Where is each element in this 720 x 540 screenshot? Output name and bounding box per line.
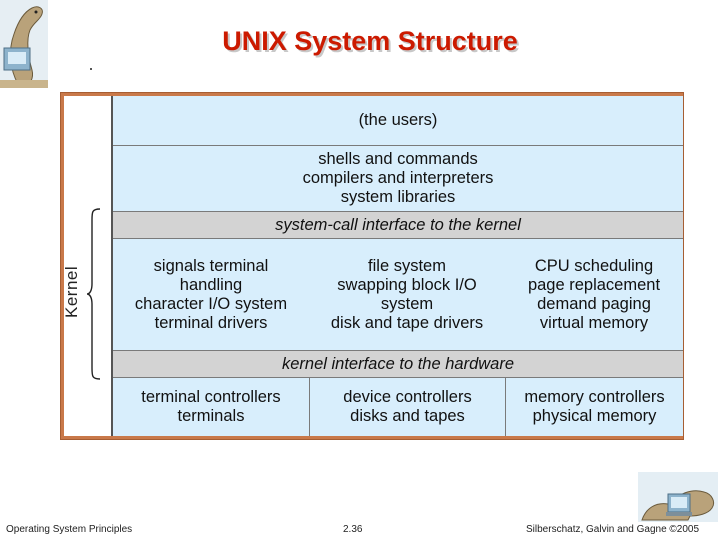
users-layer: (the users): [113, 96, 683, 146]
footer-page-number: 2.36: [343, 524, 363, 535]
kernel-brace-icon: [86, 208, 101, 380]
kernel-line: page replacement: [527, 275, 661, 294]
kernel-line: CPU scheduling: [534, 256, 654, 275]
hardware-line: physical memory: [532, 407, 657, 425]
kernel-layer: signals terminal handling character I/O …: [113, 239, 683, 351]
hardware-interface-label: kernel interface to the hardware: [281, 354, 515, 373]
kernel-column-filesystem: file system swapping block I/O system di…: [309, 239, 505, 350]
dinosaur-logo-icon: [0, 0, 48, 93]
kernel-label-gutter: [64, 96, 111, 436]
unix-structure-diagram: (the users) shells and commands compiler…: [111, 96, 683, 436]
kernel-column-terminal: signals terminal handling character I/O …: [113, 239, 309, 350]
dinosaur-computer-logo-icon: [638, 472, 718, 527]
column-divider: [505, 378, 506, 436]
hardware-line: terminals: [177, 407, 245, 425]
syscall-interface-band: system-call interface to the kernel: [113, 212, 683, 239]
hardware-layer: terminal controllers terminals device co…: [113, 378, 683, 436]
hardware-column-memory: memory controllers physical memory: [506, 378, 683, 436]
shells-line: compilers and interpreters: [302, 169, 494, 187]
kernel-line: demand paging: [537, 294, 651, 313]
hardware-interface-band: kernel interface to the hardware: [113, 351, 683, 378]
kernel-line: swapping block I/O: [337, 275, 477, 294]
kernel-line: signals terminal: [153, 256, 269, 275]
kernel-line: virtual memory: [539, 313, 649, 332]
shells-line: shells and commands: [318, 150, 478, 168]
kernel-line: character I/O system: [134, 294, 288, 313]
shells-layer: shells and commands compilers and interp…: [113, 146, 683, 212]
syscall-interface-label: system-call interface to the kernel: [275, 215, 521, 234]
page-title: UNIX System Structure: [222, 26, 518, 56]
users-label: (the users): [358, 111, 438, 129]
footer-copyright: Silberschatz, Galvin and Gagne ©2005: [526, 524, 700, 535]
kernel-line: handling: [179, 275, 243, 294]
kernel-line: system: [380, 294, 434, 313]
footer-course: Operating System Principles: [6, 524, 133, 535]
column-divider: [309, 378, 310, 436]
hardware-column-device: device controllers disks and tapes: [310, 378, 505, 436]
hardware-column-terminal: terminal controllers terminals: [113, 378, 309, 436]
decorative-dot: [90, 68, 92, 70]
kernel-line: terminal drivers: [154, 313, 268, 332]
hardware-line: terminal controllers: [141, 388, 281, 406]
hardware-line: disks and tapes: [350, 407, 465, 425]
kernel-column-memory: CPU scheduling page replacement demand p…: [505, 239, 683, 350]
hardware-line: memory controllers: [524, 388, 665, 406]
hardware-line: device controllers: [343, 388, 472, 406]
kernel-line: disk and tape drivers: [330, 313, 484, 332]
kernel-line: file system: [368, 256, 446, 275]
kernel-side-label: Kernel: [62, 265, 81, 318]
shells-line: system libraries: [340, 188, 456, 206]
